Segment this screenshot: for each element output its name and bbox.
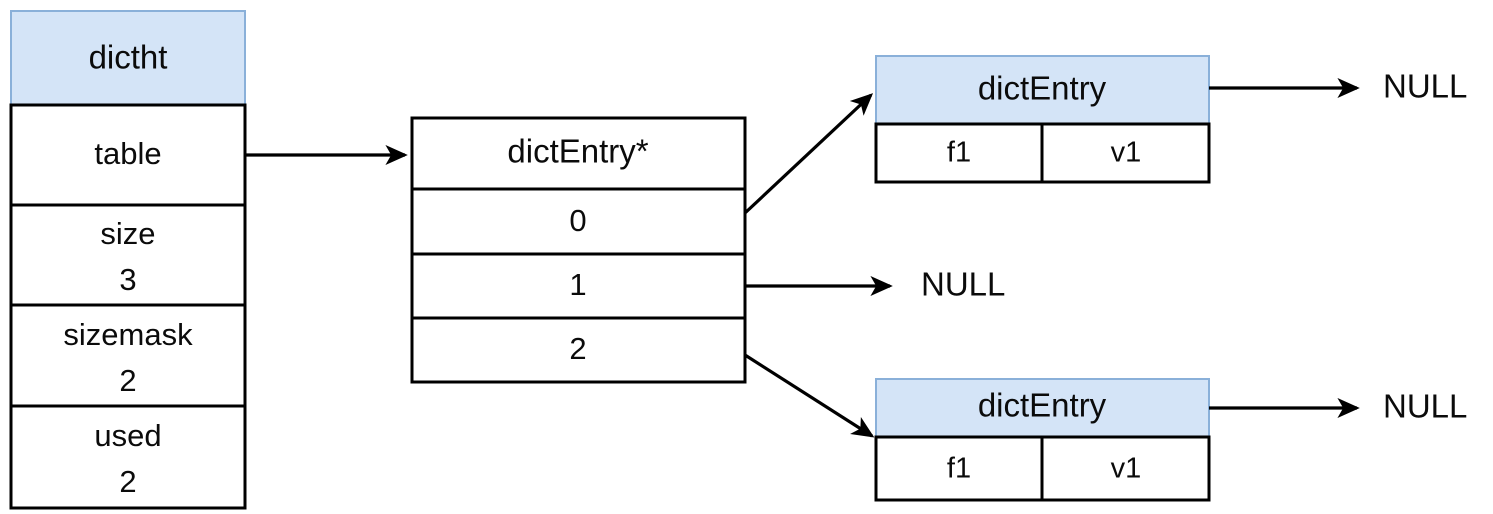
dictentry-2-header-label: dictEntry [978, 387, 1107, 424]
dictht-field-table-name: table [94, 136, 161, 171]
edge-slot2-to-dictentry2 [744, 353, 875, 438]
dictht-box: dictht table size 3 sizemask 2 used 2 [9, 10, 247, 510]
dictht-field-size-value: 3 [119, 262, 136, 297]
dictht-field-sizemask-value: 2 [119, 363, 136, 398]
null-label-entry1-next: NULL [1383, 68, 1467, 105]
dictentry-1-field: f1 [947, 137, 971, 169]
dictentry-1-header-label: dictEntry [978, 70, 1107, 107]
dictht-field-sizemask-name: sizemask [63, 317, 193, 352]
bucket-slot-1-index: 1 [569, 267, 586, 302]
dictentry-box-2: dictEntry f1 v1 [874, 378, 1211, 502]
bucket-array-header-label: dictEntry* [507, 133, 648, 170]
dictentry-2-field: f1 [947, 453, 971, 485]
null-label-slot1: NULL [921, 266, 1005, 303]
dictentry-1-value: v1 [1111, 137, 1142, 169]
dictentry-box-1: dictEntry f1 v1 [874, 55, 1211, 184]
dictentry-1-header-cell [875, 55, 1210, 125]
dictht-field-used-name: used [94, 418, 161, 453]
bucket-array-container [410, 116, 747, 384]
dictht-header-cell [10, 10, 246, 106]
dictentry-2-header-cell [875, 378, 1210, 438]
dictht-field-used-value: 2 [119, 464, 136, 499]
dictht-header-label: dictht [89, 39, 168, 76]
bucket-slot-2-index: 2 [569, 331, 586, 366]
edge-slot0-to-dictentry1 [743, 93, 874, 215]
bucket-array-box: dictEntry* 0 1 2 [410, 116, 747, 384]
dictentry-2-value: v1 [1111, 453, 1142, 485]
dictht-field-size-name: size [100, 216, 155, 251]
null-label-entry2-next: NULL [1383, 388, 1467, 425]
bucket-slot-0-index: 0 [569, 203, 586, 238]
